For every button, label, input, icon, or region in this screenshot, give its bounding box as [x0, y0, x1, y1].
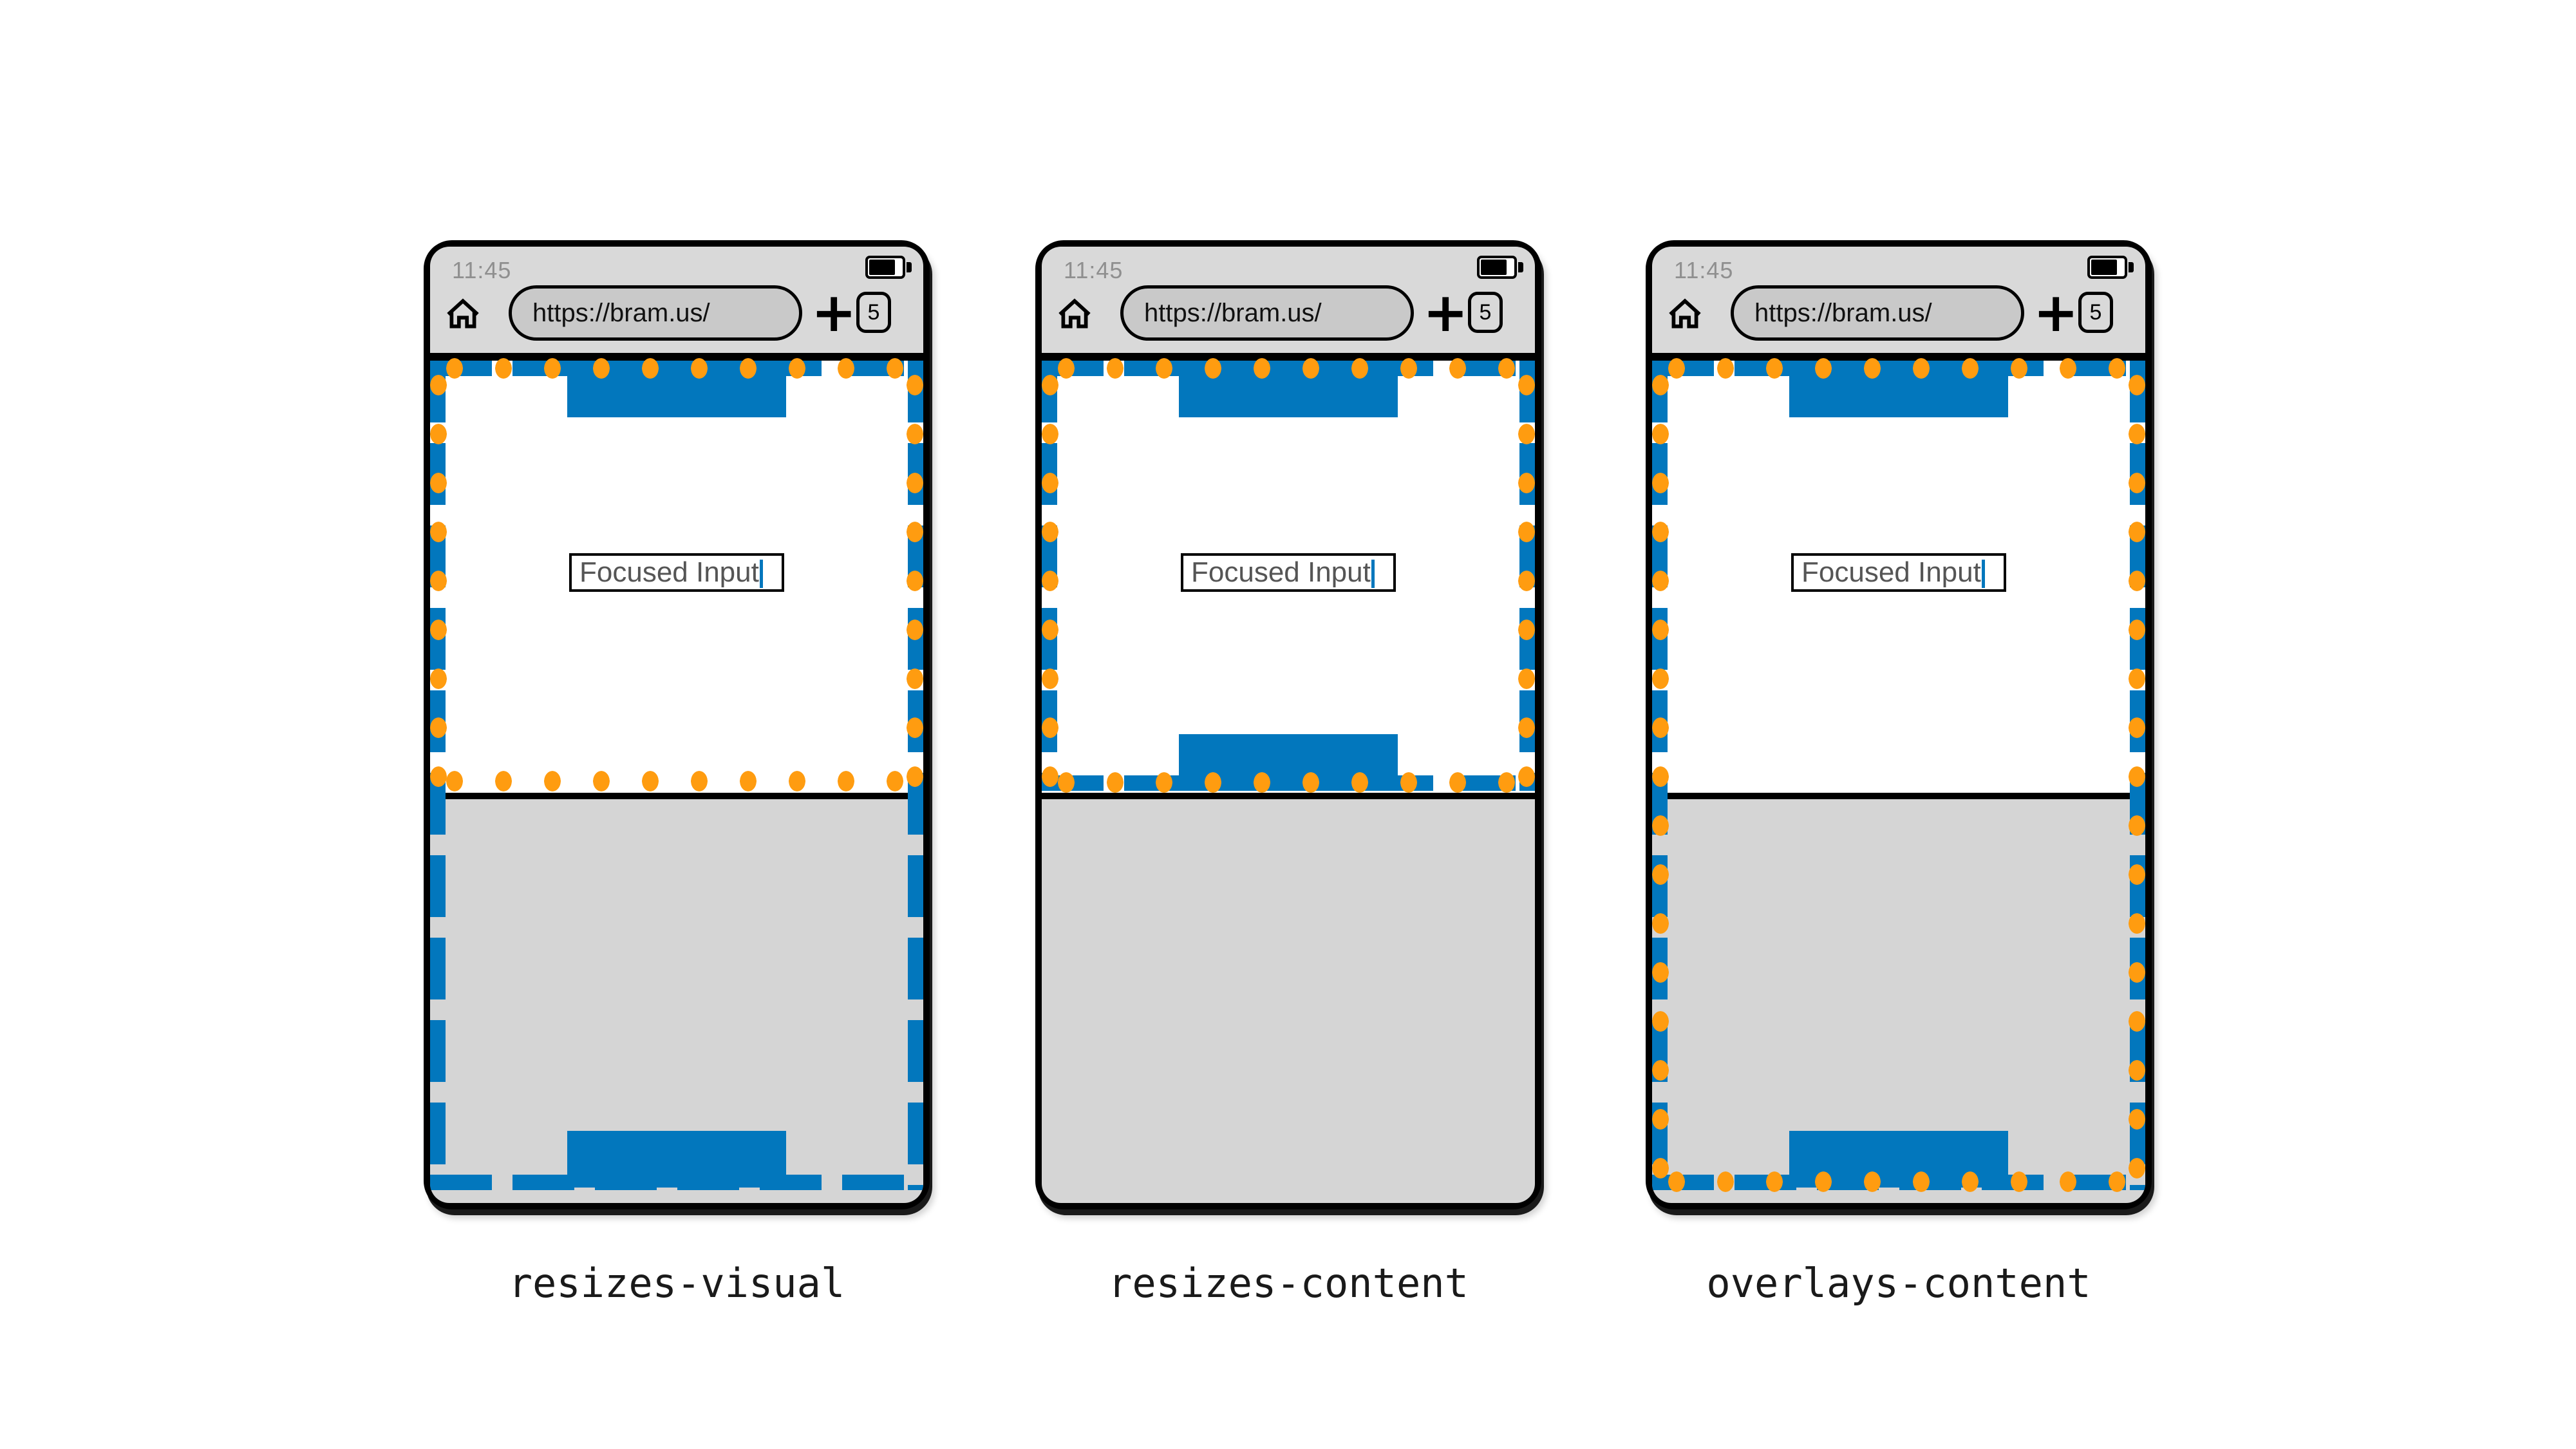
- tab-count-button[interactable]: 5: [856, 292, 891, 333]
- keyboard-top-edge: [430, 793, 923, 799]
- battery-body: [865, 256, 905, 279]
- focused-input[interactable]: Focused Input: [569, 553, 784, 592]
- browser-chrome: 11:45 https://bram.us/ + 5: [1652, 247, 2145, 353]
- status-time: 11:45: [1674, 257, 1734, 283]
- keyboard-top-edge: [1652, 793, 2145, 799]
- phone-screen: 11:45 https://bram.us/ + 5: [1652, 247, 2145, 1203]
- caption-resizes-visual: resizes-visual: [508, 1260, 845, 1307]
- visual-viewport-dots-bottom: [1652, 1170, 2145, 1193]
- battery-fill: [1481, 260, 1507, 275]
- status-time: 11:45: [452, 257, 512, 283]
- visual-viewport-dots-left: [430, 361, 450, 787]
- visual-viewport-dots-left: [1042, 361, 1062, 787]
- phone-mockup-resizes-content: 11:45 https://bram.us/ + 5: [1035, 240, 1541, 1209]
- input-value: Focused Input: [1191, 556, 1371, 588]
- home-button[interactable]: [444, 294, 482, 332]
- visual-viewport-dots-left: [1652, 361, 1672, 1186]
- battery-fill: [2091, 260, 2117, 275]
- visual-viewport-dots-top: [1652, 357, 2145, 380]
- caption-overlays-content: overlays-content: [1706, 1260, 2091, 1307]
- tab-count-button[interactable]: 5: [2078, 292, 2113, 333]
- battery-nub: [2129, 262, 2134, 272]
- battery-icon: [865, 256, 912, 279]
- virtual-keyboard-area: [1042, 799, 1535, 1203]
- battery-icon: [2087, 256, 2134, 279]
- url-bar[interactable]: https://bram.us/: [1120, 285, 1414, 341]
- keyboard-top-edge: [1042, 793, 1535, 799]
- visual-viewport-dots-right: [1515, 361, 1535, 787]
- focused-input[interactable]: Focused Input: [1181, 553, 1396, 592]
- battery-nub: [1518, 262, 1523, 272]
- battery-icon: [1477, 256, 1523, 279]
- status-time: 11:45: [1064, 257, 1123, 283]
- browser-chrome: 11:45 https://bram.us/ + 5: [1042, 247, 1535, 353]
- caption-resizes-content: resizes-content: [1108, 1260, 1469, 1307]
- phone-screen: 11:45 https://bram.us/ + 5: [430, 247, 923, 1203]
- visual-viewport-dots-right: [903, 361, 923, 787]
- new-tab-button[interactable]: +: [811, 281, 857, 344]
- focused-input[interactable]: Focused Input: [1791, 553, 2006, 592]
- home-icon: [1058, 298, 1091, 328]
- home-button[interactable]: [1666, 294, 1704, 332]
- phone-screen: 11:45 https://bram.us/ + 5: [1042, 247, 1535, 1203]
- home-button[interactable]: [1056, 294, 1093, 332]
- visual-viewport-dots-bottom: [1042, 771, 1535, 794]
- text-caret: [759, 560, 763, 589]
- browser-chrome: 11:45 https://bram.us/ + 5: [430, 247, 923, 353]
- visual-viewport-dots-top: [1042, 357, 1535, 380]
- visual-viewport-dots-top: [430, 357, 923, 380]
- battery-nub: [907, 262, 912, 272]
- home-icon: [1669, 298, 1701, 328]
- url-bar[interactable]: https://bram.us/: [1731, 285, 2024, 341]
- battery-body: [1477, 256, 1517, 279]
- text-caret: [1371, 560, 1375, 589]
- input-value: Focused Input: [579, 556, 759, 588]
- new-tab-button[interactable]: +: [1423, 281, 1469, 344]
- input-value: Focused Input: [1801, 556, 1981, 588]
- home-icon: [447, 298, 479, 328]
- visual-viewport-dots-bottom: [430, 770, 923, 793]
- text-caret: [1981, 560, 1985, 589]
- phone-mockup-resizes-visual: 11:45 https://bram.us/ + 5: [424, 240, 930, 1209]
- new-tab-button[interactable]: +: [2033, 281, 2079, 344]
- battery-fill: [869, 260, 895, 275]
- tab-count-button[interactable]: 5: [1468, 292, 1503, 333]
- battery-body: [2087, 256, 2127, 279]
- page-footer-block: [567, 1131, 786, 1188]
- url-bar[interactable]: https://bram.us/: [509, 285, 802, 341]
- visual-viewport-dots-right: [2125, 361, 2145, 1186]
- phone-mockup-overlays-content: 11:45 https://bram.us/ + 5: [1646, 240, 2152, 1209]
